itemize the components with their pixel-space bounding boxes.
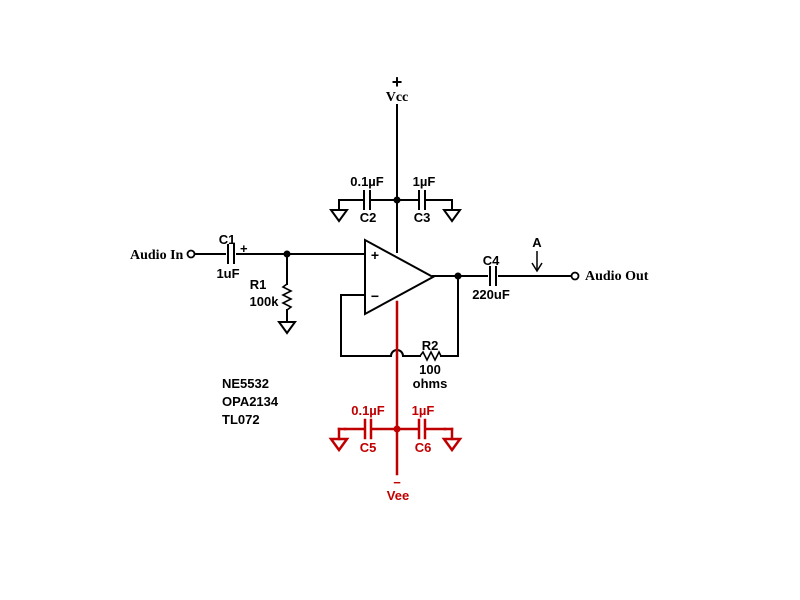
junction-dot [393,425,401,433]
c4-value: 220uF [472,287,510,302]
junction-dot [393,196,401,204]
c2-name: C2 [360,210,377,225]
vee-minus-sign: − [393,475,401,490]
probe-label: A [532,235,542,250]
c3-name: C3 [414,210,431,225]
r1-value: 100k [250,294,280,309]
part-ne5532: NE5532 [222,376,269,391]
vee-label: Vee [387,488,409,503]
audio-out-label: Audio Out [585,269,649,284]
audio-in-label: Audio In [130,248,184,263]
c5-name: C5 [360,440,377,455]
vcc-supply: + Vcc [386,72,409,253]
vcc-plus-sign: + [392,72,403,92]
c5-value: 0.1µF [351,403,385,418]
r2-unit: ohms [413,376,448,391]
part-tl072: TL072 [222,412,260,427]
part-opa2134: OPA2134 [222,394,279,409]
ground-icon [329,199,349,223]
c1-polarity: + [240,241,248,256]
r2-value: 100 [419,362,441,377]
vee-supply: 0.1µF C5 1µF C6 − Vee [328,300,463,503]
r1-name: R1 [250,277,267,292]
capacitor-c5: 0.1µF C5 [351,403,385,455]
c1-name: C1 [219,232,236,247]
resistor-r2: R2 100 ohms [413,338,448,391]
c6-value: 1µF [412,403,435,418]
c6-name: C6 [415,440,432,455]
top-decoupling: 0.1µF C2 1µF C3 [329,174,462,225]
capacitor-c2: 0.1µF C2 [350,174,384,225]
op-amp-plus: + [371,247,379,263]
op-amp-part-list: NE5532 OPA2134 TL072 [222,376,279,427]
capacitor-c3: 1µF C3 [413,174,436,225]
capacitor-c6: 1µF C6 [412,403,435,455]
c4-name: C4 [483,253,500,268]
resistor-r1: R1 100k [250,253,297,335]
op-amp-minus: − [371,288,379,304]
input-section: Audio In C1 + 1uF R1 100k [130,232,366,335]
capacitor-c1: C1 + 1uF [216,232,248,281]
capacitor-c4: C4 220uF [472,253,510,302]
c3-value: 1µF [413,174,436,189]
junction-dot [454,272,462,280]
probe-arrow-icon: A [531,235,543,273]
ground-icon [328,427,350,453]
r2-name: R2 [422,338,439,353]
output-section: C4 220uF Audio Out A [432,235,649,302]
vcc-label: Vcc [386,90,409,105]
c2-value: 0.1µF [350,174,384,189]
feedback-network: R2 100 ohms [340,275,459,391]
audio-in-terminal [186,249,196,259]
c1-value: 1uF [216,266,239,281]
op-amp: + − [364,238,436,316]
ground-icon [441,427,463,453]
ground-icon [442,199,462,223]
audio-out-terminal [570,271,580,281]
